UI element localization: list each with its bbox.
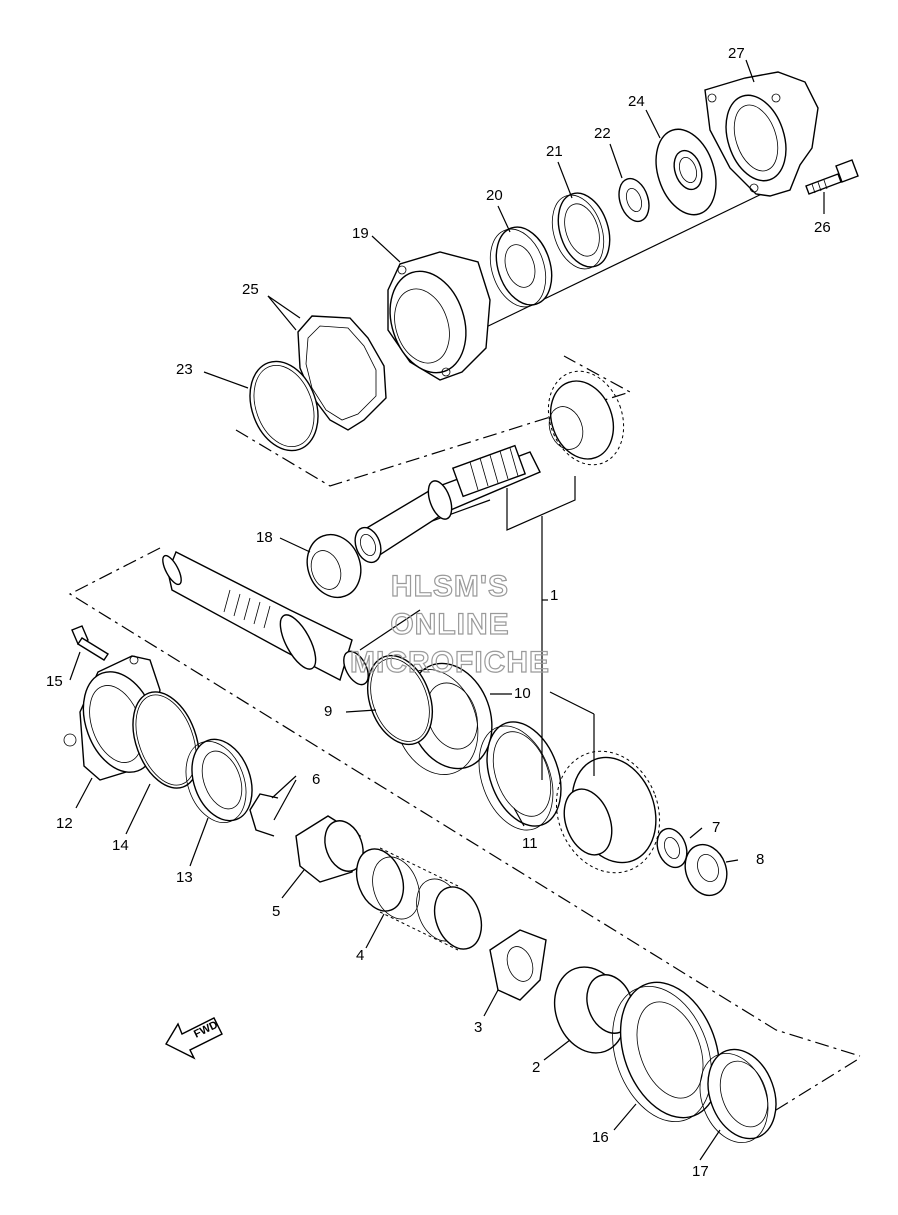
part-4-spring (355, 847, 483, 951)
watermark-line-2: ONLINE (390, 608, 509, 641)
callout-6: 6 (312, 771, 320, 788)
callout-19: 19 (352, 225, 369, 242)
callout-18: 18 (256, 529, 273, 546)
fwd-arrow-icon: FWD (165, 1017, 223, 1060)
callout-labels: 1 2 3 4 5 6 7 8 9 10 11 12 13 14 15 16 1… (46, 45, 831, 1180)
callout-16: 16 (592, 1129, 609, 1146)
part-1-bevel-gear-lower (555, 750, 661, 874)
part-7-lock-washer (656, 827, 688, 869)
part-27-bearing-housing (704, 71, 819, 197)
part-1-bevel-pinion-upper (547, 370, 625, 466)
callout-3: 3 (474, 1019, 482, 1036)
callout-17: 17 (692, 1163, 709, 1180)
leader-lines (69, 59, 825, 1161)
part-3-dog-clutch (489, 929, 547, 1001)
part-1-bracket (359, 476, 595, 780)
callout-11: 11 (522, 835, 538, 852)
assembly-outline-lower (68, 547, 861, 1111)
callout-20: 20 (486, 187, 503, 204)
callout-4: 4 (356, 947, 364, 964)
callout-7: 7 (712, 819, 720, 836)
part-6-circlip (249, 793, 279, 837)
callout-2: 2 (532, 1059, 540, 1076)
callout-23: 23 (176, 361, 193, 378)
callout-8: 8 (756, 851, 764, 868)
part-23-o-ring (249, 360, 319, 452)
callout-5: 5 (272, 903, 280, 920)
watermark-line-3: MICROFICHE (350, 646, 550, 679)
watermark: HLSM'S ONLINE MICROFICHE (349, 569, 550, 679)
part-1-shaft-lower (162, 551, 369, 686)
callout-10: 10 (514, 685, 531, 702)
callout-9: 9 (324, 703, 332, 720)
callout-26: 26 (814, 219, 831, 236)
part-26-bolt (805, 159, 859, 195)
part-5-collar (295, 815, 364, 883)
part-22-nut (618, 177, 650, 223)
callout-25: 25 (242, 281, 259, 298)
part-16-driven-gear (612, 981, 721, 1123)
assembly-outline-upper (235, 355, 632, 487)
part-19-bearing-housing (387, 251, 491, 381)
callout-15: 15 (46, 673, 63, 690)
callout-14: 14 (112, 837, 129, 854)
part-24-oil-seal (655, 128, 717, 216)
callout-24: 24 (628, 93, 645, 110)
part-1-shaft-upper (354, 444, 541, 564)
callout-21: 21 (546, 143, 563, 160)
callout-13: 13 (176, 869, 193, 886)
part-14-o-ring (132, 691, 200, 789)
callout-12: 12 (56, 815, 73, 832)
part-17-bearing (699, 1048, 777, 1143)
callout-22: 22 (594, 125, 611, 142)
part-21-bearing-ring (551, 192, 611, 270)
callout-1: 1 (550, 587, 558, 604)
part-13-oil-seal (185, 738, 253, 824)
callout-27: 27 (728, 45, 745, 62)
part-18-bearing (306, 533, 362, 599)
part-15-bolt (71, 625, 109, 661)
part-8-nut (684, 843, 728, 897)
watermark-line-1: HLSM'S (391, 570, 509, 603)
part-20-bearing (489, 226, 553, 308)
